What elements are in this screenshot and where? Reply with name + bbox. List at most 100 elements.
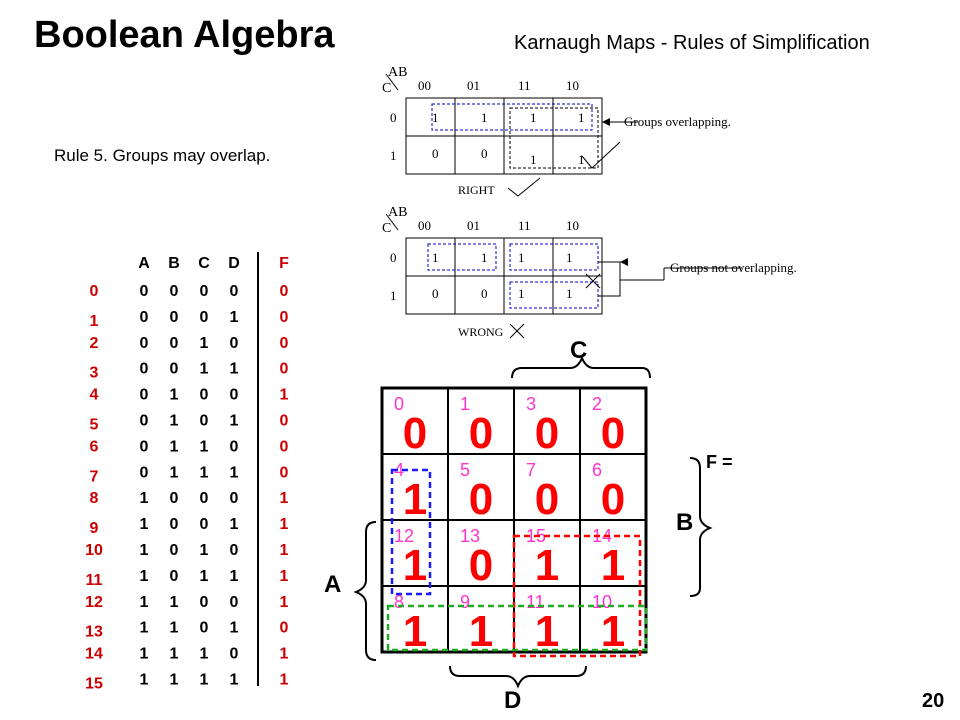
small-kmap-cell: 0	[432, 146, 439, 161]
kmap-cell-value: 0	[535, 409, 559, 458]
input-bit: 0	[230, 438, 239, 455]
output-bit: 0	[280, 413, 289, 430]
input-bit: 0	[200, 620, 209, 637]
input-bit: 0	[140, 438, 149, 455]
group-green	[386, 604, 648, 652]
small-kmap-col-header: 10	[566, 78, 579, 93]
small-kmap-cell: 1	[530, 110, 537, 125]
truth-table-header: B	[168, 255, 180, 272]
kmap-cell-index: 14	[592, 526, 612, 546]
small-kmap-col-header: 10	[566, 218, 579, 233]
small-kmap-verdict: WRONG	[458, 325, 504, 339]
kmap-cell-index: 9	[460, 592, 470, 612]
kmap-cell: 70	[513, 453, 581, 524]
input-bit: 0	[200, 490, 209, 507]
small-kmap-c-label: C	[382, 81, 391, 96]
row-index: 4	[90, 387, 99, 404]
input-bit: 1	[200, 672, 209, 689]
small-kmap-cell: 1	[481, 250, 488, 265]
kmap-cell-value: 1	[601, 541, 625, 590]
kmap-cell-index: 1	[460, 394, 470, 414]
input-bit: 1	[230, 464, 239, 481]
b-brace	[689, 457, 713, 597]
output-bit: 1	[280, 387, 289, 404]
kmap-cell-index: 4	[394, 460, 404, 480]
row-index: 1	[90, 313, 99, 330]
small-kmap-ab-label: AB	[388, 65, 407, 80]
kmap-cell: 10	[447, 387, 515, 458]
input-bit: 1	[170, 464, 179, 481]
a-brace	[353, 521, 377, 661]
input-bit: 1	[230, 413, 239, 430]
small-kmap-col-header: 11	[518, 218, 531, 233]
input-bit: 0	[230, 490, 239, 507]
input-bit: 1	[230, 516, 239, 533]
kmap-cell: 30	[513, 387, 581, 458]
row-index: 3	[90, 365, 99, 382]
input-bit: 0	[200, 594, 209, 611]
input-bit: 0	[230, 335, 239, 352]
input-bit: 0	[200, 387, 209, 404]
kmap-cell: 151	[513, 519, 581, 590]
small-kmap-verdict: RIGHT	[458, 183, 495, 197]
small-kmap-cell: 1	[578, 152, 585, 167]
label-a: A	[324, 571, 341, 598]
small-kmap-col-header: 01	[467, 78, 480, 93]
input-bit: 1	[170, 413, 179, 430]
row-index: 11	[86, 572, 103, 589]
small-kmap-cell: 1	[578, 110, 585, 125]
truth-table-header: D	[228, 255, 240, 272]
kmap-cell-index: 6	[592, 460, 602, 480]
row-index: 13	[85, 624, 103, 641]
small-kmap-annotation: Groups overlapping.	[624, 114, 731, 129]
truth-table-header: C	[198, 255, 210, 272]
output-bit: 1	[280, 490, 289, 507]
kmap-cell: 101	[579, 585, 647, 656]
row-index: 2	[90, 335, 99, 352]
kmap-cell: 141	[579, 519, 647, 590]
input-bit: 1	[140, 594, 149, 611]
input-bit: 0	[170, 490, 179, 507]
input-bit: 0	[170, 309, 179, 326]
rule-text: Rule 5. Groups may overlap.	[54, 146, 271, 165]
output-bit: 1	[280, 646, 289, 663]
small-kmap-cell: 1	[432, 110, 439, 125]
output-bit: 1	[280, 568, 289, 585]
input-bit: 0	[170, 516, 179, 533]
input-bit: 0	[230, 387, 239, 404]
kmap-cell: 20	[579, 387, 647, 458]
small-kmap-row-header: 0	[390, 250, 397, 265]
kmap-cell-index: 8	[394, 592, 404, 612]
input-bit: 0	[140, 361, 149, 378]
kmap-cell: 81	[381, 585, 449, 656]
output-bit: 0	[280, 620, 289, 637]
input-bit: 0	[170, 335, 179, 352]
input-bit: 1	[170, 387, 179, 404]
input-bit: 1	[230, 309, 239, 326]
small-kmap-col-header: 00	[418, 218, 431, 233]
small-kmap-cell: 1	[432, 250, 439, 265]
equation-label: F =	[706, 452, 733, 472]
main-kmap: C B A D 00103020415070601211301511418191…	[324, 337, 713, 710]
input-bit: 1	[230, 672, 239, 689]
kmap-cell-value: 1	[601, 607, 625, 656]
input-bit: 1	[140, 516, 149, 533]
input-bit: 1	[200, 568, 209, 585]
small-kmap-cell: 0	[481, 286, 488, 301]
input-bit: 0	[230, 283, 239, 300]
label-d: D	[504, 687, 521, 710]
small-kmap-col-header: 11	[518, 78, 531, 93]
page-subtitle: Karnaugh Maps - Rules of Simplification	[514, 32, 870, 54]
